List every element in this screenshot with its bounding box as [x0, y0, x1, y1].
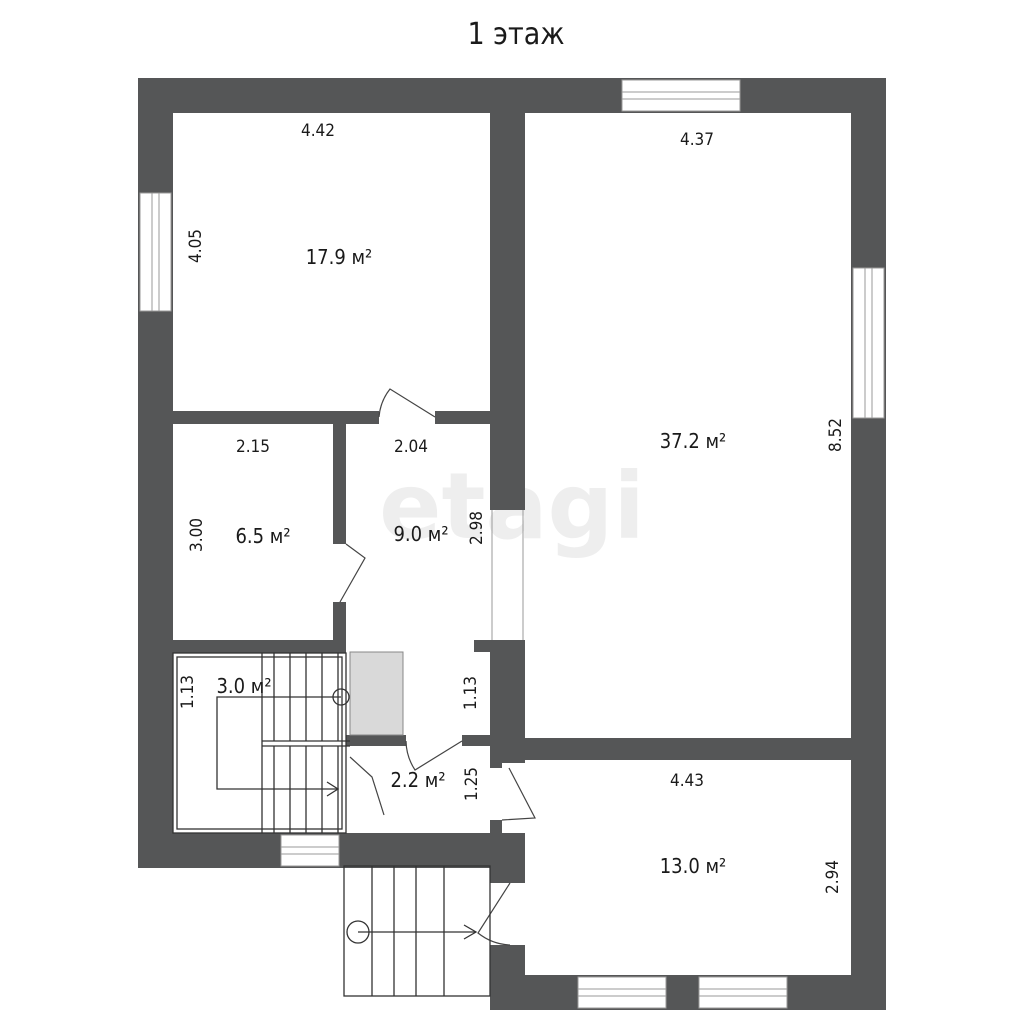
window-right — [852, 267, 885, 419]
room-bottom-right-width: 4.43 — [670, 771, 704, 791]
wall-h-bottom-room — [525, 738, 851, 760]
room-small-width: 2.15 — [236, 437, 270, 457]
door-corridor-bath — [405, 740, 463, 771]
room-bath-height: 1.25 — [462, 767, 482, 801]
room-big-area: 37.2 м² — [660, 429, 727, 453]
stair-direction-arrow — [216, 696, 341, 790]
room-bath-area: 2.2 м² — [390, 768, 445, 792]
interior-walls — [173, 113, 851, 1010]
doors — [339, 388, 536, 946]
wall-center-vertical-upper — [490, 113, 525, 510]
wall-bath-stub — [490, 746, 502, 768]
door-top-left-room — [378, 388, 436, 418]
wall-h-upper-right — [435, 411, 490, 424]
door-bath-right — [501, 767, 536, 821]
wall-top — [138, 78, 886, 113]
room-big-height: 8.52 — [826, 418, 846, 452]
room-hall-height: 2.98 — [467, 511, 487, 545]
wall-between-windows — [666, 975, 699, 1010]
room-small-area: 6.5 м² — [235, 524, 290, 548]
wall-h-bath-right — [462, 735, 525, 746]
windows — [139, 79, 885, 1009]
interior-staircase — [172, 651, 404, 834]
room-hall-area: 9.0 м² — [393, 522, 448, 546]
door-bath-left — [349, 756, 385, 816]
wall-entrance-top — [490, 833, 525, 883]
window-left — [139, 192, 172, 312]
room-hall-width: 2.04 — [394, 437, 428, 457]
room-top-left-area: 17.9 м² — [306, 245, 373, 269]
opening-hall-big-room — [491, 510, 524, 640]
room-top-left-height: 4.05 — [186, 229, 206, 263]
room-small-height: 3.00 — [187, 518, 207, 552]
door-entrance — [477, 882, 511, 946]
window-bottom-left — [280, 834, 340, 867]
wall-v-small-room-upper — [333, 424, 346, 544]
room-stairs-height: 1.13 — [178, 675, 198, 709]
wall-v-small-room-lower — [333, 602, 346, 650]
window-top — [621, 79, 741, 112]
wall-bath-stub-bottom — [490, 820, 502, 833]
wall-entrance-bottom — [490, 945, 525, 1010]
window-bottom-right-2 — [698, 976, 788, 1009]
room-top-left-width: 4.42 — [301, 121, 335, 141]
room-big-width: 4.37 — [680, 130, 714, 150]
window-bottom-right-1 — [577, 976, 667, 1009]
room-bottom-right-height: 2.94 — [823, 860, 843, 894]
wall-right — [851, 78, 886, 1010]
room-stairs-area: 3.0 м² — [216, 674, 271, 698]
wall-h-bath-left — [346, 735, 406, 746]
door-small-room — [339, 543, 366, 603]
corridor-height: 1.13 — [461, 676, 481, 710]
room-bottom-right-area: 13.0 м² — [660, 854, 727, 878]
floor-title: 1 этаж — [467, 17, 564, 52]
wall-h-above-stairs — [173, 640, 346, 653]
stair-landing — [349, 651, 404, 736]
wall-h-upper-left — [173, 411, 379, 424]
wall-h-hall-stub — [474, 640, 490, 652]
entrance-staircase — [343, 865, 491, 997]
